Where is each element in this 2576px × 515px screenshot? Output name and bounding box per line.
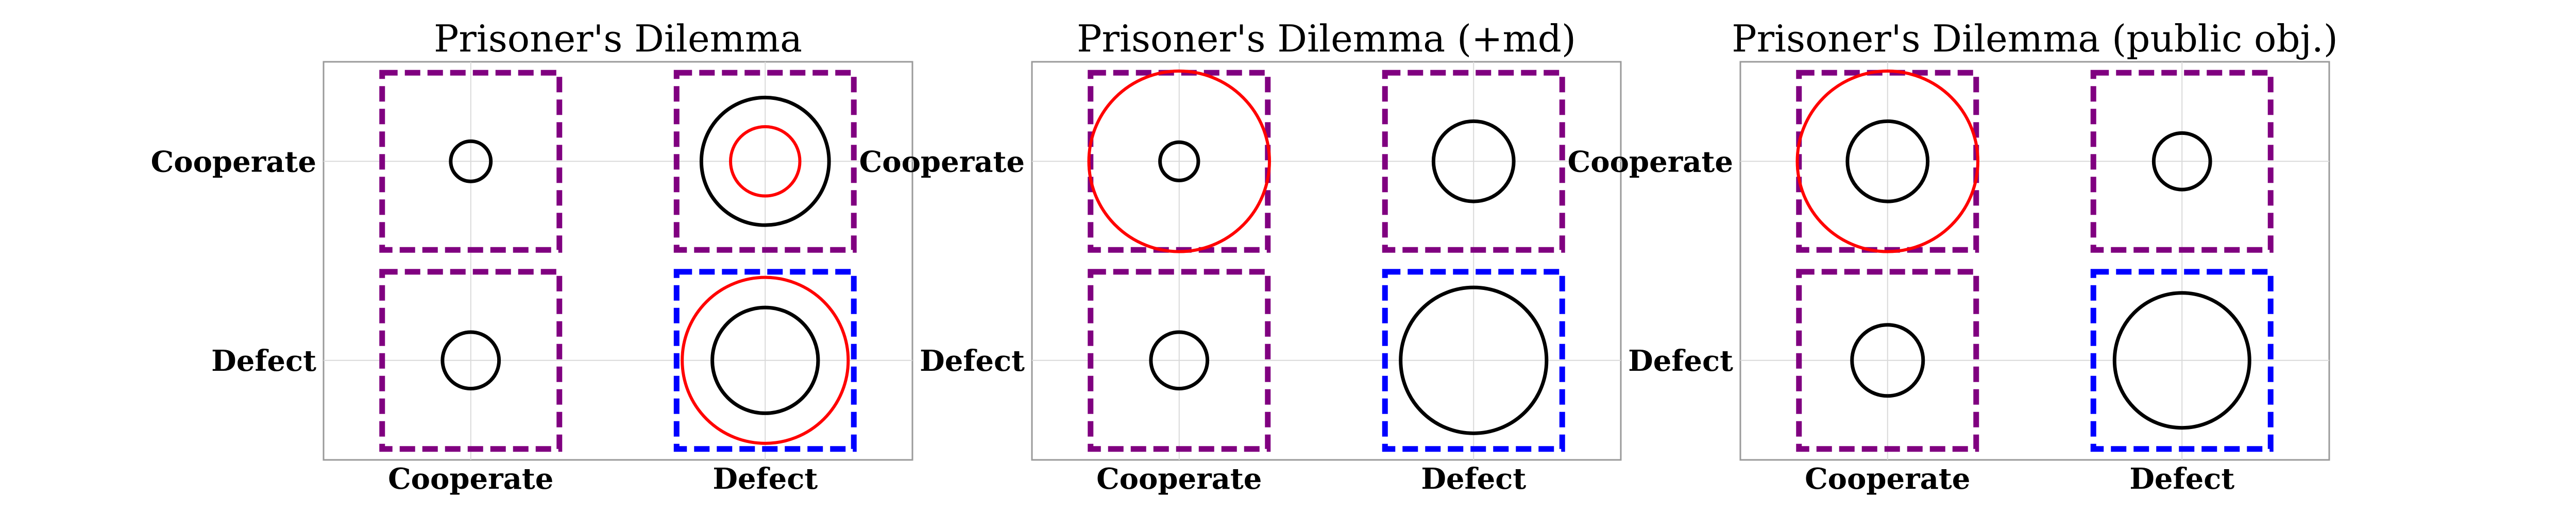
- x-tick-label: Defect: [713, 462, 818, 496]
- y-tick-label: Cooperate: [859, 145, 1025, 179]
- black-circle-marker: [449, 139, 493, 183]
- plot-frame: [323, 61, 913, 461]
- y-tick-label: Cooperate: [151, 145, 316, 179]
- y-tick-label: Defect: [920, 344, 1025, 378]
- x-tick-label: Defect: [2129, 462, 2234, 496]
- purple-outcome-box: [1088, 269, 1271, 452]
- purple-outcome-box: [379, 269, 563, 452]
- red-circle-marker: [1795, 70, 1979, 253]
- black-circle-marker: [2112, 291, 2251, 430]
- x-tick-label: Cooperate: [1805, 462, 1970, 496]
- black-circle-marker: [1850, 323, 1925, 398]
- blue-outcome-box: [2090, 269, 2274, 452]
- plot-frame: [1031, 61, 1622, 461]
- black-circle-marker: [1845, 119, 1930, 203]
- chart-panel-2: Prisoner's Dilemma (+md)CooperateDefectC…: [859, 17, 1622, 496]
- red-circle-marker: [681, 276, 850, 445]
- purple-outcome-box: [379, 70, 563, 253]
- red-circle-marker: [728, 125, 802, 198]
- purple-outcome-box: [1796, 269, 1979, 452]
- x-tick-label: Cooperate: [1096, 462, 1262, 496]
- purple-outcome-box: [2090, 70, 2274, 253]
- red-circle-marker: [1087, 70, 1271, 253]
- black-circle-marker: [1399, 285, 1549, 435]
- purple-outcome-box: [673, 70, 857, 253]
- purple-outcome-box: [1088, 70, 1271, 253]
- blue-outcome-box: [673, 269, 857, 452]
- black-circle-marker: [440, 330, 501, 391]
- y-tick-label: Defect: [211, 344, 316, 378]
- chart-panel-3: Prisoner's Dilemma (public obj.) Cooperat…: [1568, 17, 2338, 496]
- plot-frame: [1739, 61, 2330, 461]
- purple-outcome-box: [1796, 70, 1979, 253]
- black-circle-marker: [2151, 131, 2212, 192]
- black-circle-marker: [1431, 119, 1516, 203]
- chart-title: Prisoner's Dilemma (+md): [1077, 17, 1576, 60]
- x-tick-label: Cooperate: [388, 462, 553, 496]
- y-tick-label: Defect: [1628, 344, 1733, 378]
- black-circle-marker: [699, 95, 831, 227]
- y-tick-label: Cooperate: [1568, 145, 1733, 179]
- chart-panel-1: Prisoner's DilemmaCooperateDefectCoopera…: [151, 17, 913, 496]
- black-circle-marker: [1158, 140, 1200, 182]
- black-circle-marker: [1149, 330, 1210, 391]
- chart-title: Prisoner's Dilemma (public obj.): [1732, 17, 2338, 60]
- chart-title: Prisoner's Dilemma: [434, 17, 802, 60]
- black-circle-marker: [710, 305, 820, 415]
- purple-outcome-box: [1382, 70, 1565, 253]
- blue-outcome-box: [1382, 269, 1565, 452]
- x-tick-label: Defect: [1421, 462, 1526, 496]
